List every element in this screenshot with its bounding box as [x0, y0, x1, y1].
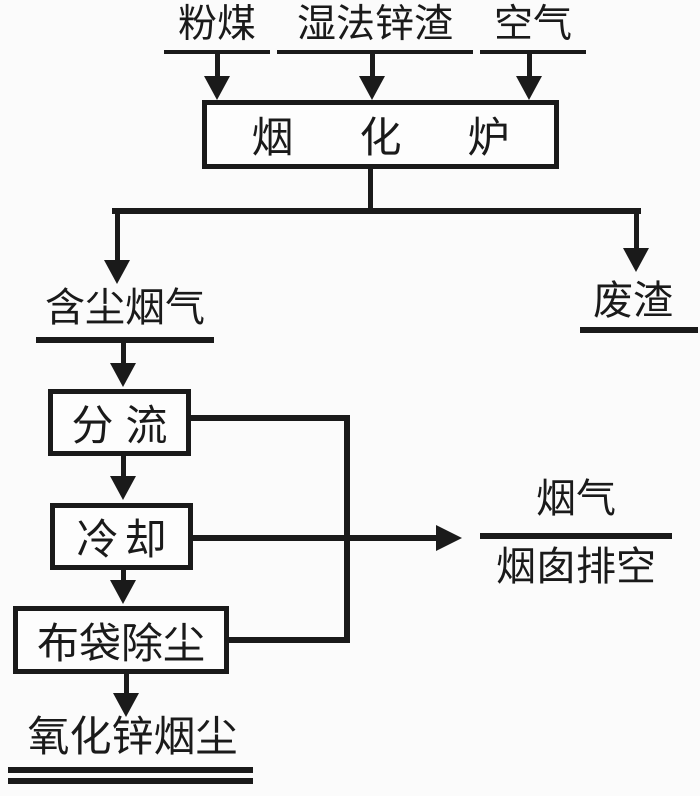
arrow-dusty-gas-to-split-shaft: [121, 343, 126, 367]
branch-bar: [112, 208, 641, 214]
split-bypass-horizontal: [188, 415, 350, 421]
zinc-oxide-dust-underline-bottom: [8, 778, 253, 784]
bypass-riser-vertical: [344, 415, 350, 643]
arrow-furnace-to-dusty-gas-shaft: [115, 208, 120, 264]
arrow-air-to-furnace-head: [516, 76, 542, 100]
node-label-fuming-furnace: 烟化炉: [251, 116, 576, 162]
arrow-split-to-cooling-head: [110, 476, 136, 500]
node-label-zinc-oxide-dust: 氧化锌烟尘: [27, 715, 238, 761]
node-box-bag-dust-collector: 布袋除尘: [13, 606, 229, 674]
arrow-furnace-to-dusty-gas-head: [104, 260, 130, 284]
node-box-flow-split: 分流: [48, 389, 191, 456]
arrow-cooling-to-bag-head: [110, 580, 136, 604]
arrow-slag-to-furnace-shaft: [370, 52, 375, 80]
arrow-cooling-to-bag-shaft: [121, 568, 126, 585]
arrow-coal-to-furnace-shaft: [215, 52, 220, 80]
arrow-furnace-to-waste-slag-head: [623, 248, 649, 272]
waste-slag-underline: [580, 327, 698, 333]
arrow-slag-to-furnace-head: [359, 76, 385, 100]
node-label-air: 空气: [493, 3, 572, 46]
node-label-waste-slag: 废渣: [593, 278, 673, 323]
node-box-cooling: 冷却: [50, 503, 193, 570]
node-label-coal: 粉煤: [177, 3, 256, 46]
zinc-oxide-dust-underline-top: [8, 767, 253, 773]
node-label-dusty-flue-gas: 含尘烟气: [45, 285, 205, 330]
arrow-air-to-furnace-shaft: [527, 52, 532, 80]
arrow-bag-to-dust-shaft: [124, 672, 129, 697]
wet-zinc-slag-underline: [277, 50, 473, 54]
node-box-fuming-furnace: 烟化炉: [202, 100, 559, 169]
node-label-stack-discharge: 烟囱排空: [496, 544, 656, 589]
stack-fraction-line: [480, 533, 672, 539]
node-label-bag-dust-collector: 布袋除尘: [36, 621, 205, 668]
arrow-bag-to-dust-head: [113, 693, 139, 717]
bag-exhaust-horizontal: [226, 637, 350, 643]
arrow-split-to-cooling-shaft: [121, 454, 126, 480]
dusty-flue-gas-underline: [36, 337, 214, 343]
arrow-to-stack-head: [436, 525, 462, 551]
furnace-output-stem: [368, 167, 373, 210]
arrow-coal-to-furnace-head: [204, 76, 230, 100]
exhaust-line-horizontal: [190, 535, 438, 541]
node-label-flue-gas: 烟气: [536, 476, 616, 521]
arrow-furnace-to-waste-slag-shaft: [634, 208, 639, 252]
air-underline: [480, 50, 586, 54]
node-label-cooling: 冷却: [76, 518, 173, 564]
node-label-flow-split: 分流: [71, 404, 180, 450]
arrow-dusty-gas-to-split-head: [110, 363, 136, 387]
node-label-wet-zinc-slag: 湿法锌渣: [296, 3, 453, 46]
